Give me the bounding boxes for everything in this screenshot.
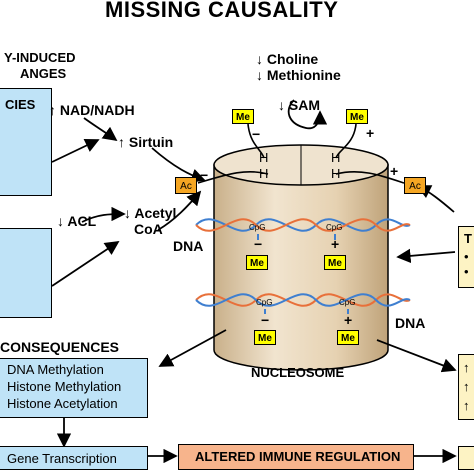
me-tag-cpg-bottom-right: Me <box>337 330 359 345</box>
altered-immune-label: ALTERED IMMUNE REGULATION <box>195 449 401 464</box>
ac-right-plus: + <box>390 163 399 179</box>
histone-h-bottom-right: H <box>331 166 341 181</box>
dna-helix-bottom <box>195 293 411 307</box>
left-top-box-label: CIES <box>5 97 36 112</box>
right-bottom-arrow-2: ↑ <box>463 379 470 394</box>
sirtuin-label: ↑ Sirtuin <box>118 134 174 150</box>
left-middle-box <box>0 228 52 318</box>
me-tag-tail-left: Me <box>232 109 254 124</box>
choline-label: ↓ Choline <box>256 51 319 67</box>
left-header-line1: Y-INDUCED <box>4 50 76 65</box>
tail-right-plus: + <box>366 125 375 141</box>
consequences-box: DNA Methylation Histone Methylation Hist… <box>0 358 148 418</box>
left-top-box: CIES <box>0 88 52 196</box>
me-tag-cpg-top-left: Me <box>246 255 268 270</box>
consequences-header: CONSEQUENCES <box>0 339 120 355</box>
consequence-item-histone-acetylation: Histone Acetylation <box>7 396 118 411</box>
me-tag-tail-right: Me <box>346 109 368 124</box>
methionine-label: ↓ Methionine <box>256 67 341 83</box>
page-title: MISSING CAUSALITY <box>105 0 339 22</box>
sam-label: ↓ SAM <box>278 97 320 113</box>
me-tag-cpg-bottom-left: Me <box>254 330 276 345</box>
right-bottom-box: ↑ ↑ ↑ <box>458 354 474 420</box>
dna-label-top: DNA <box>173 238 204 254</box>
gene-transcription-label: Gene Transcription <box>7 451 117 466</box>
nucleosome-label: NUCLEOSOME <box>251 365 345 380</box>
altered-immune-box: ALTERED IMMUNE REGULATION <box>178 444 414 470</box>
acetyl-label: ↓ Acetyl <box>124 205 177 221</box>
cpg-bottom-left: CpG <box>256 298 273 307</box>
cpg-top-left-minus: − <box>254 236 263 252</box>
cpg-bottom-right: CpG <box>339 298 356 307</box>
nad-nadh-label: ↑ NAD/NADH <box>49 102 135 118</box>
dna-helix-top <box>195 218 411 232</box>
nucleosome-cylinder <box>213 144 389 371</box>
right-top-box: T • • <box>458 226 474 288</box>
me-tag-cpg-top-right: Me <box>324 255 346 270</box>
cpg-bottom-right-plus: + <box>344 312 353 328</box>
tail-left-minus: − <box>252 126 261 142</box>
cpg-bottom-left-minus: − <box>261 312 270 328</box>
ac-tag-left: Ac <box>175 177 197 194</box>
right-top-bullet-1: • <box>464 249 469 264</box>
acl-label: ↓ ACL <box>57 213 97 229</box>
right-bottom-edge-box <box>458 446 474 470</box>
ac-tag-right: Ac <box>404 177 426 194</box>
cpg-top-right-plus: + <box>331 236 340 252</box>
histone-h-top-left: H <box>259 150 269 165</box>
diagram-arrows <box>51 99 457 464</box>
right-bottom-arrow-3: ↑ <box>463 398 470 413</box>
dna-label-bottom: DNA <box>395 315 426 331</box>
consequence-item-dna-methylation: DNA Methylation <box>7 362 104 377</box>
coa-label: CoA <box>134 221 163 237</box>
ac-left-minus: − <box>200 167 209 183</box>
right-top-box-label: T <box>464 231 472 246</box>
histone-h-top-right: H <box>331 150 341 165</box>
right-top-bullet-2: • <box>464 264 469 279</box>
cpg-tethers <box>257 234 349 314</box>
cpg-top-right: CpG <box>326 223 343 232</box>
histone-h-bottom-left: H <box>259 166 269 181</box>
gene-transcription-box: Gene Transcription <box>0 446 148 470</box>
left-header-line2: ANGES <box>20 66 67 81</box>
cpg-top-left: CpG <box>249 223 266 232</box>
consequence-item-histone-methylation: Histone Methylation <box>7 379 122 394</box>
right-bottom-arrow-1: ↑ <box>463 360 470 375</box>
